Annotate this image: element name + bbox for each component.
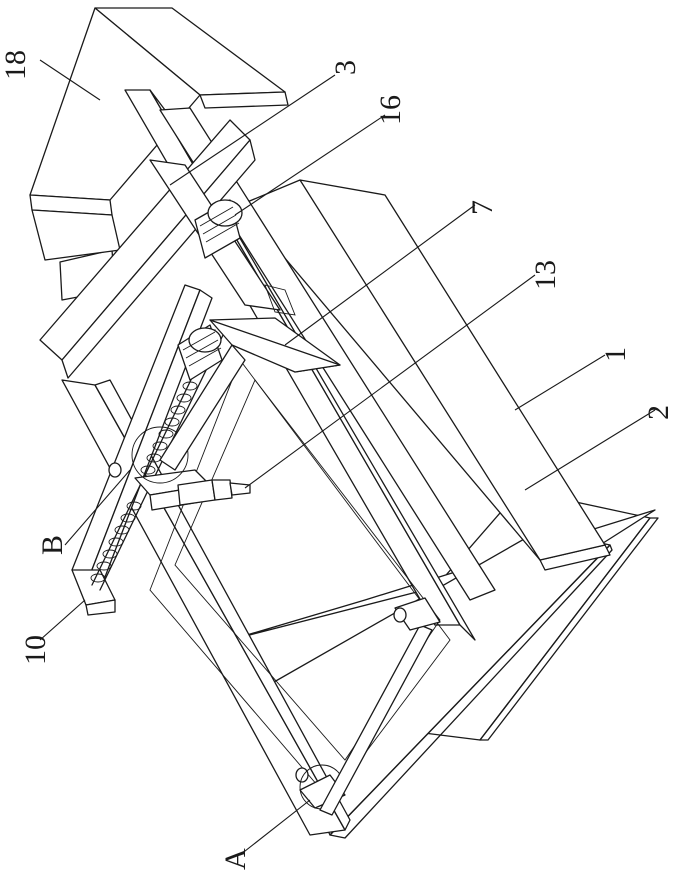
label-18: 18	[0, 50, 32, 80]
label-7: 7	[466, 200, 499, 215]
label-A: A	[219, 848, 252, 870]
label-10: 10	[19, 635, 52, 665]
label-1: 1	[599, 347, 632, 362]
label-3: 3	[329, 60, 362, 75]
label-B: B	[36, 535, 69, 555]
label-2: 2	[642, 405, 675, 420]
label-13: 13	[529, 260, 562, 290]
label-16: 16	[374, 95, 407, 125]
